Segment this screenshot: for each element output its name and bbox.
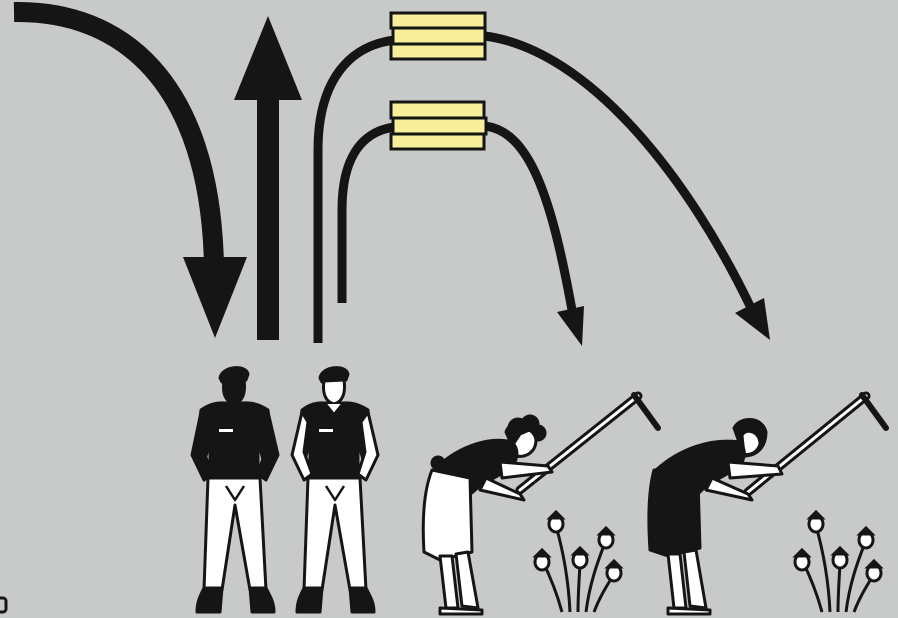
farmer-with-hoe-icon xyxy=(649,395,886,614)
straight-arrow-up-icon xyxy=(234,16,302,340)
cash-stack-icon xyxy=(391,13,485,59)
soldier-figure-icon xyxy=(192,368,278,612)
corner-mark-icon xyxy=(0,598,6,612)
poppy-plant-icon xyxy=(795,512,881,612)
farmer-with-hoe-icon xyxy=(423,395,658,614)
cash-stack-icon xyxy=(391,102,486,149)
soldier-figure-icon xyxy=(292,368,378,612)
curved-arrow-with-cash-icon xyxy=(342,102,584,346)
poppy-plant-icon xyxy=(535,512,621,612)
curved-arrow-with-cash-icon xyxy=(318,13,770,343)
curved-arrow-down-icon xyxy=(14,12,247,338)
